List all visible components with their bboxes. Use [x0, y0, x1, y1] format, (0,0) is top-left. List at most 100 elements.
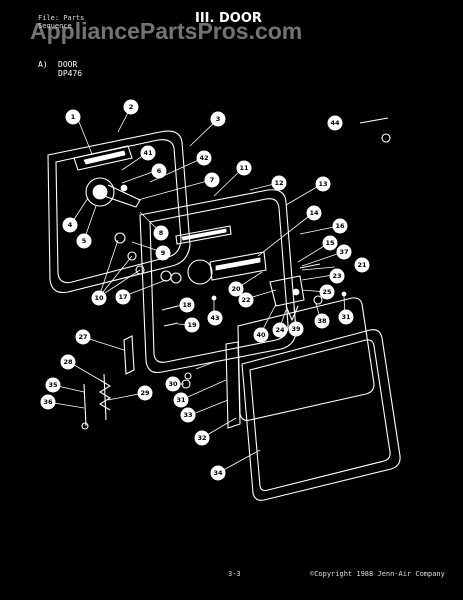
- knob-b: [170, 272, 182, 284]
- latch-roller: [313, 295, 323, 305]
- svg-text:31: 31: [176, 396, 186, 404]
- callout-40: 40: [253, 327, 269, 343]
- callout-11: 11: [236, 160, 252, 176]
- callout-36: 36: [40, 394, 56, 410]
- outer-door-panel: [47, 130, 191, 294]
- svg-text:14: 14: [309, 209, 319, 217]
- svg-text:10: 10: [94, 294, 104, 302]
- spring-36-end: [81, 422, 89, 430]
- svg-text:9: 9: [161, 249, 166, 257]
- callout-43: 43: [207, 310, 223, 326]
- main-door-panel: [139, 189, 297, 374]
- callout-20: 20: [228, 281, 244, 297]
- dispenser-arm: [103, 184, 141, 208]
- knob-a: [160, 270, 172, 282]
- svg-text:4: 4: [68, 221, 73, 229]
- svg-text:29: 29: [140, 389, 150, 397]
- callout-42: 42: [196, 150, 212, 166]
- callout-19: 19: [184, 317, 200, 333]
- dispenser-opening: [187, 259, 213, 285]
- callout-7: 7: [204, 172, 220, 188]
- svg-text:7: 7: [210, 176, 215, 184]
- svg-text:25: 25: [322, 288, 332, 296]
- callout-24: 24: [272, 322, 288, 338]
- vent-slot-fill: [181, 228, 227, 241]
- callout-25: 25: [319, 284, 335, 300]
- callout-38: 38: [314, 313, 330, 329]
- svg-text:3: 3: [216, 115, 221, 123]
- callout-12: 12: [271, 175, 287, 191]
- callout-3: 3: [210, 111, 226, 127]
- svg-text:15: 15: [325, 239, 335, 247]
- callout-22: 22: [238, 292, 254, 308]
- svg-text:17: 17: [118, 293, 127, 301]
- svg-text:19: 19: [187, 321, 197, 329]
- side-trim: [225, 341, 241, 429]
- svg-text:6: 6: [157, 167, 162, 175]
- dispenser-spring: [120, 184, 128, 192]
- svg-text:18: 18: [182, 301, 192, 309]
- callout-14: 14: [306, 205, 322, 221]
- callout-30: 30: [165, 376, 181, 392]
- callout-9: 9: [155, 245, 171, 261]
- svg-text:22: 22: [241, 296, 250, 304]
- header-sequence-label: Sequence: [38, 22, 72, 30]
- part-44-bolt: [359, 117, 389, 124]
- callout-6: 6: [151, 163, 167, 179]
- callout-29-left: 29: [137, 385, 153, 401]
- dispenser-hub: [92, 184, 108, 200]
- insulation-panel: [237, 297, 375, 421]
- latch-spring: [285, 305, 299, 322]
- rinse-cap: [114, 232, 126, 244]
- svg-text:35: 35: [48, 381, 58, 389]
- svg-text:34: 34: [213, 469, 223, 477]
- svg-text:43: 43: [210, 314, 219, 322]
- callout-16: 16: [332, 218, 348, 234]
- svg-text:37: 37: [339, 248, 348, 256]
- svg-text:2: 2: [129, 103, 134, 111]
- callout-31-lower: 31: [173, 392, 189, 408]
- callout-15: 15: [322, 235, 338, 251]
- callout-32: 32: [194, 430, 210, 446]
- svg-text:42: 42: [199, 154, 208, 162]
- svg-text:12: 12: [274, 179, 283, 187]
- svg-text:32: 32: [197, 434, 206, 442]
- callout-35: 35: [45, 377, 61, 393]
- callout-21: 21: [354, 257, 370, 273]
- section-name: DOOR: [58, 60, 78, 69]
- outer-panel-inner-edge: [55, 139, 182, 284]
- header-file-label: File: Parts: [38, 14, 85, 22]
- svg-text:38: 38: [317, 317, 327, 325]
- watermark: AppliancePartsPros.com: [30, 18, 303, 44]
- callout-2: 2: [123, 99, 139, 115]
- callout-17: 17: [115, 289, 131, 305]
- svg-text:39: 39: [291, 325, 301, 333]
- pin-19: [163, 322, 179, 327]
- bushing-29: [184, 372, 192, 380]
- latch-housing: [269, 275, 305, 307]
- svg-text:44: 44: [330, 119, 340, 127]
- outer-front-panel-edge: [249, 339, 391, 492]
- callout-44: 44: [327, 115, 343, 131]
- svg-text:40: 40: [256, 331, 266, 339]
- callout-1: 1: [65, 109, 81, 125]
- callout-8: 8: [153, 225, 169, 241]
- latch-bar-grille: [215, 257, 261, 271]
- latch-bar: [209, 251, 267, 281]
- svg-text:8: 8: [159, 229, 164, 237]
- svg-text:5: 5: [82, 237, 87, 245]
- section-letter: A): [38, 60, 48, 69]
- spring-36: [83, 383, 87, 427]
- callout-10: 10: [91, 290, 107, 306]
- callout-37: 37: [336, 244, 352, 260]
- callout-5: 5: [76, 233, 92, 249]
- callout-33: 33: [180, 407, 196, 423]
- svg-text:36: 36: [43, 398, 53, 406]
- pin-18: [161, 305, 179, 311]
- vent-bracket: [73, 145, 133, 171]
- svg-text:20: 20: [231, 285, 241, 293]
- callout-41: 41: [140, 145, 156, 161]
- dispenser-ring: [85, 177, 115, 207]
- svg-text:41: 41: [143, 149, 153, 157]
